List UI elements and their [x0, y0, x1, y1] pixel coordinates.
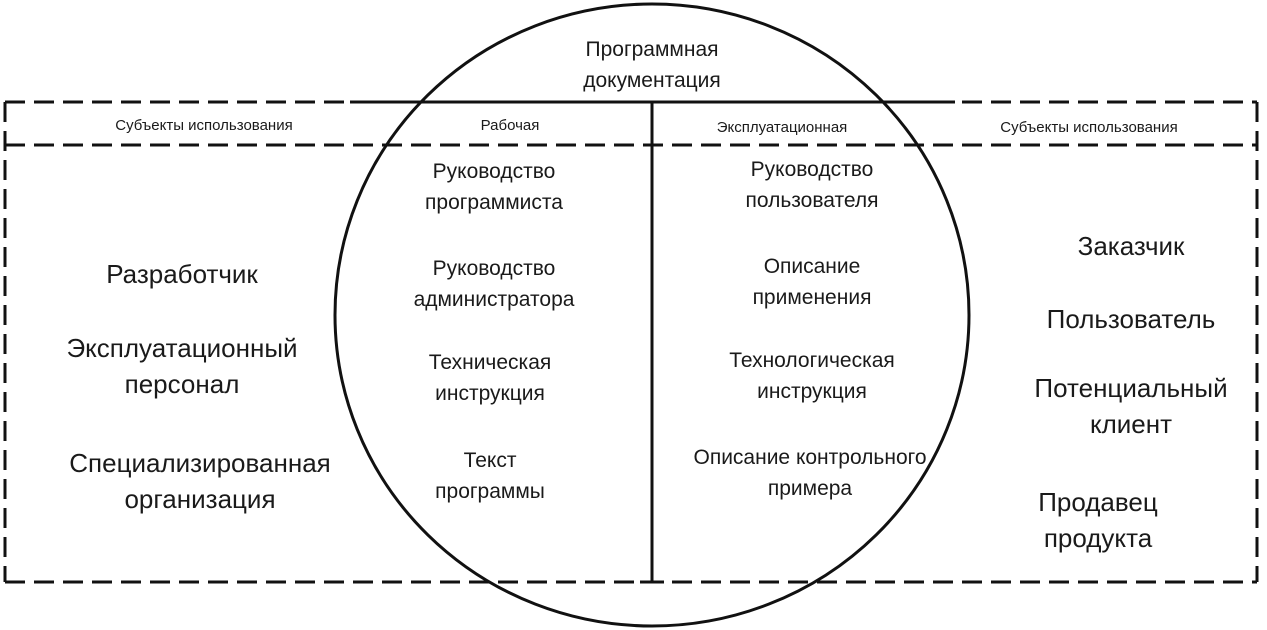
right-subject: Пользователь [1046, 304, 1216, 334]
operational-item: Описание применения [752, 255, 872, 309]
operational-item: Описание контрольного примера [693, 446, 927, 500]
operational-item: Руководство пользователя [745, 158, 879, 212]
documentation-circle [333, 2, 971, 628]
working-item: Текст программы [435, 449, 545, 503]
right-subjects-header: Субъекты использования [1000, 119, 1178, 136]
root-title: Программная документация [583, 38, 721, 92]
working-item: Руководство программиста [425, 160, 563, 214]
working-item: Руководство администратора [413, 257, 575, 311]
right-subject: Продавец продукта [1038, 487, 1158, 553]
left-subject: Эксплуатационный персонал [66, 333, 298, 399]
right-subject: Потенциальный клиент [1034, 373, 1228, 439]
working-item: Техническая инструкция [428, 351, 552, 405]
operational-item: Технологическая инструкция [729, 349, 895, 403]
operational-header: Эксплуатационная [716, 119, 848, 136]
left-subject: Специализированная организация [69, 448, 331, 514]
left-subjects-header: Субъекты использования [115, 117, 293, 134]
left-subject: Разработчик [106, 259, 258, 289]
right-subject: Заказчик [1077, 231, 1185, 261]
working-header: Рабочая [480, 117, 540, 134]
